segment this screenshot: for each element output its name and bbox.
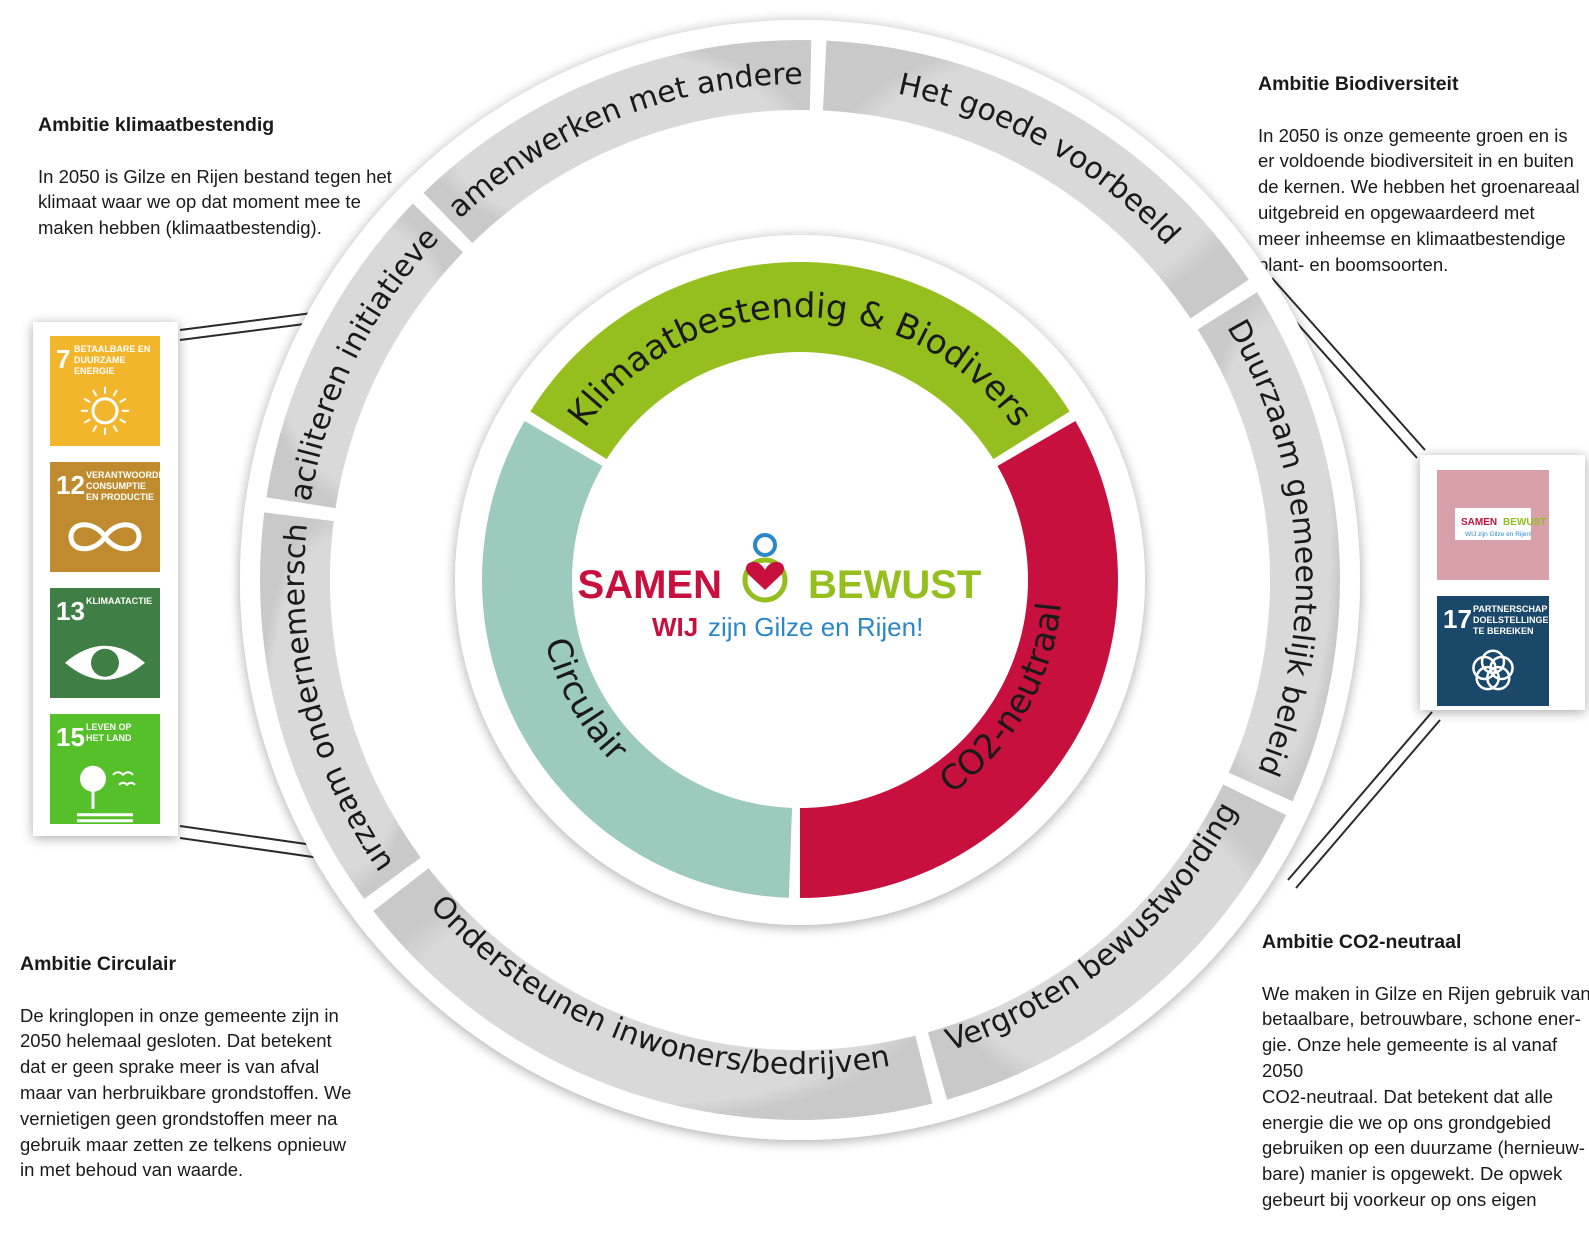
logo-tag-rest: zijn Gilze en Rijen!: [708, 612, 923, 642]
outer-segment-0: [822, 40, 1249, 319]
sun-power-icon: [81, 386, 129, 435]
outer-segment-4: [260, 512, 421, 899]
sdg-number: 7: [56, 344, 70, 374]
ambition-klimaat: Ambitie klimaatbestendig In 2050 is Gilz…: [38, 86, 438, 267]
sdg-caption: DUURZAME: [74, 355, 126, 365]
outer-segment-2: [927, 784, 1287, 1100]
sdg-caption: PARTNERSCHAP OM: [1473, 604, 1564, 614]
outer-segment-5: [266, 203, 464, 509]
ambition-klimaat-title: Ambitie klimaatbestendig: [38, 113, 275, 136]
ambition-biodiversiteit-title: Ambitie Biodiversiteit: [1258, 72, 1459, 95]
mini-logo-right: BEWUST: [1503, 517, 1546, 528]
samen-bewust-logo: SAMEN BEWUST WIJ zijn Gilze en Rijen!: [578, 533, 981, 642]
sdg-number: 17: [1443, 604, 1472, 634]
ambition-klimaat-text: In 2050 is Gilze en Rijen bestand tegen …: [38, 165, 392, 239]
sdg-number: 12: [56, 470, 85, 500]
ambition-circulair: Ambitie Circulair De kringlopen in onze …: [20, 925, 400, 1209]
sdg-number: 13: [56, 596, 85, 626]
ambition-co2-title: Ambitie CO2-neutraal: [1262, 930, 1462, 953]
outer-segment-6: [423, 40, 812, 244]
sdg-caption: DOELSTELLINGEN: [1473, 615, 1555, 625]
logo-word-left: SAMEN: [578, 563, 722, 607]
sdg-caption: VERANTWOORDE: [86, 470, 165, 480]
sdg-caption: KLIMAATACTIE: [86, 596, 152, 606]
ambition-circulair-text: De kringlopen in onze gemeente zijn in 2…: [20, 1004, 352, 1181]
sdg-caption: BETAALBARE EN: [74, 344, 150, 354]
sdg-caption: ENERGIE: [74, 366, 115, 376]
sdg-caption: TE BEREIKEN: [1473, 626, 1534, 636]
tree-birds-icon: [77, 765, 136, 823]
logo-figure-icon: [742, 533, 788, 603]
ambition-biodiversiteit-text: In 2050 is onze gemeente groen en is er …: [1258, 124, 1580, 275]
inner-segment-2: [482, 421, 793, 898]
mini-logo-left: SAMEN: [1461, 517, 1497, 528]
eye-globe-icon: [65, 645, 145, 680]
ambition-circulair-title: Ambitie Circulair: [20, 952, 177, 975]
mini-logo-tag: WIJ zijn Gilze en Rijen!: [1465, 531, 1532, 538]
rings-icon: [1472, 649, 1514, 691]
outer-segment-3: [373, 868, 933, 1120]
outer-segment-1: [1197, 292, 1340, 802]
sdg-caption: EN PRODUCTIE: [86, 492, 154, 502]
sdg-caption: LEVEN OP: [86, 722, 132, 732]
ambition-biodiversiteit: Ambitie Biodiversiteit In 2050 is onze g…: [1258, 45, 1589, 303]
inner-segment-1: [800, 421, 1118, 898]
logo-word-right: BEWUST: [808, 563, 981, 607]
sdg-number: 15: [56, 722, 85, 752]
inner-segment-0: [530, 261, 1070, 460]
sdg-tile-right-0: SAMEN BEWUST WIJ zijn Gilze en Rijen!: [1437, 470, 1549, 580]
sdg-caption: HET LAND: [86, 733, 132, 743]
logo-tag-bold: WIJ: [652, 612, 698, 642]
infinity-icon: [68, 522, 142, 552]
sdg-caption: CONSUMPTIE: [86, 481, 146, 491]
